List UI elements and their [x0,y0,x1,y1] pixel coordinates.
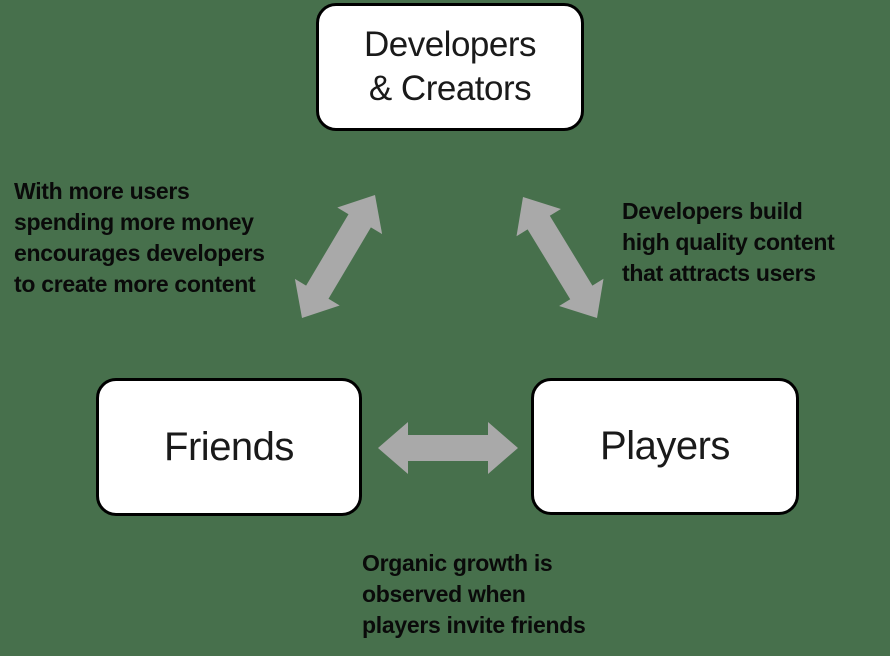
annotation-line: players invite friends [362,612,586,638]
node-developers-creators: Developers & Creators [316,3,584,131]
annotation-line: Developers build [622,198,803,224]
node-label: Friends [164,424,294,469]
annotation-line: to create more content [14,271,256,297]
annotation-line: spending more money [14,209,254,235]
node-players: Players [531,378,799,515]
annotation-line: that attracts users [622,260,816,286]
annotation-line: observed when [362,581,526,607]
node-label: Players [600,424,730,468]
annotation-line: With more users [14,178,190,204]
annotation-more-users-spending: With more users spending more money enco… [14,176,265,300]
annotation-organic-growth: Organic growth is observed when players … [362,548,586,641]
node-friends: Friends [96,378,362,516]
double-arrow-friends-players-icon [378,422,518,474]
annotation-developers-build-content: Developers build high quality content th… [622,196,835,289]
annotation-line: Organic growth is [362,550,553,576]
annotation-line: encourages developers [14,240,265,266]
node-label-line: Developers [363,25,537,64]
double-arrow-developers-players-icon [516,197,604,318]
annotation-line: high quality content [622,229,835,255]
double-arrow-developers-friends-icon [294,195,383,318]
node-label-line: & Creators [368,69,532,108]
